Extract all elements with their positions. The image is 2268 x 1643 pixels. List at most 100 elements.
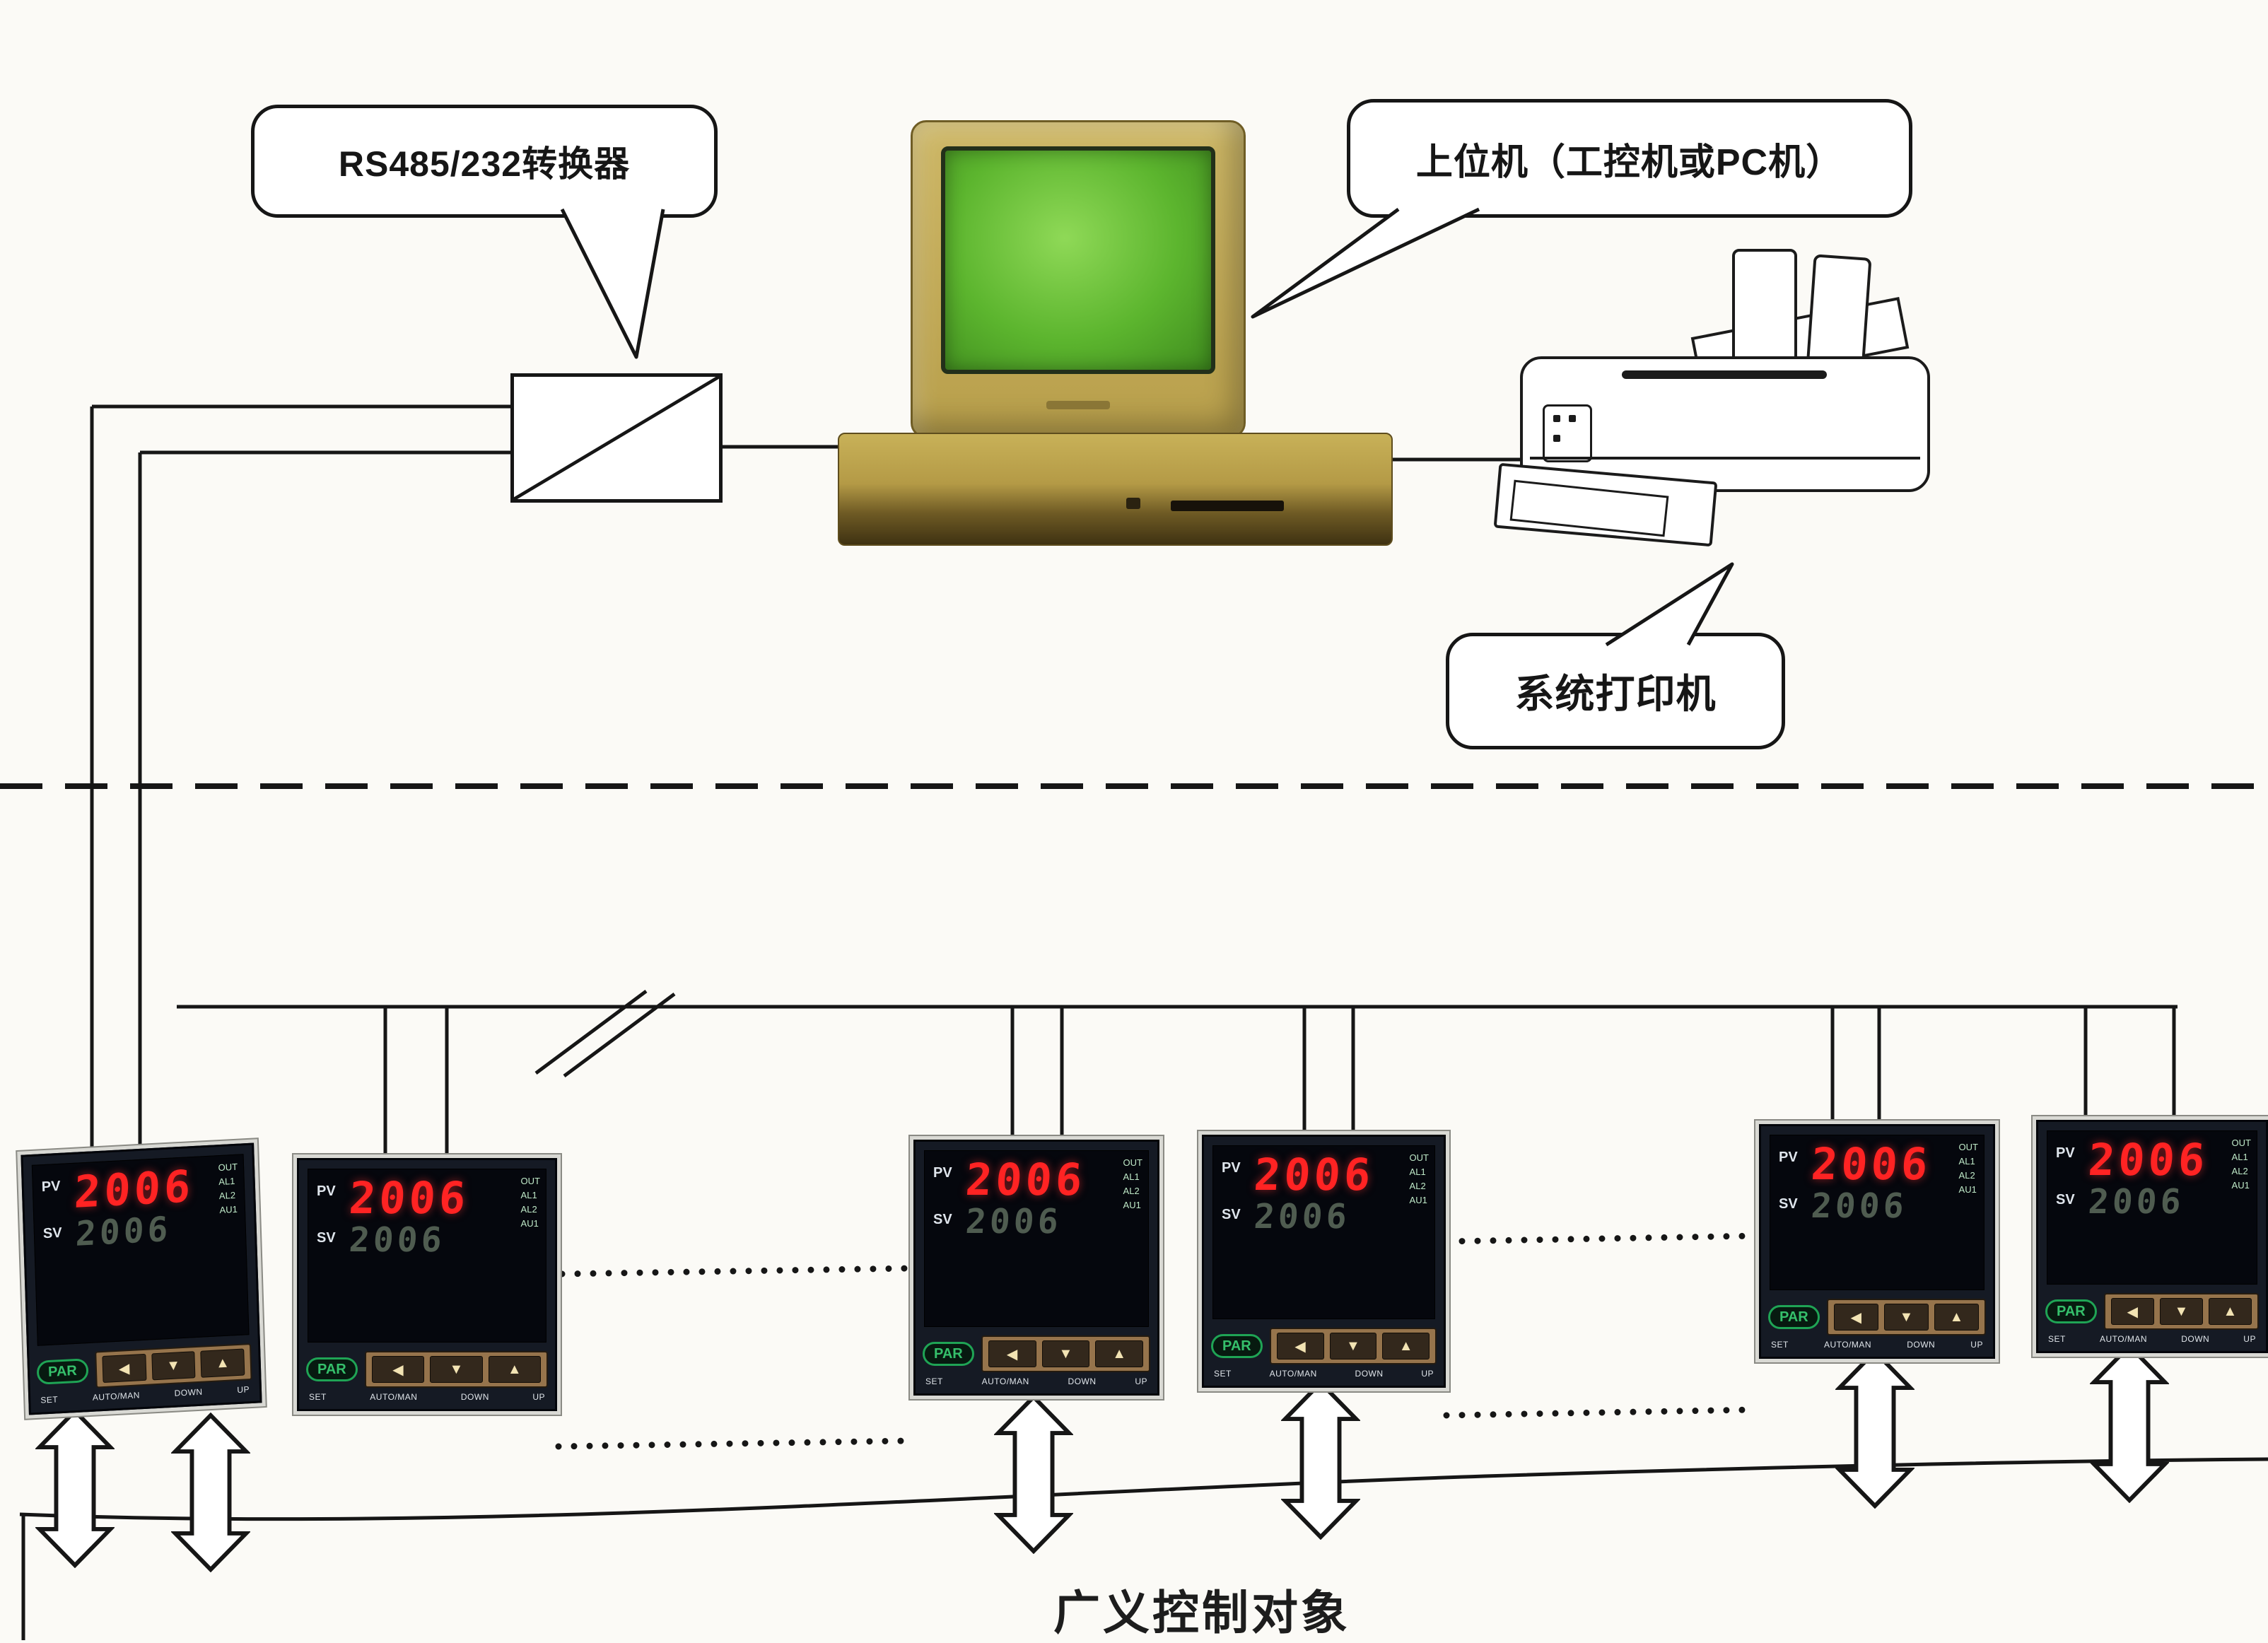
- sv-row: SV 2006: [1779, 1186, 1931, 1226]
- key-captions: SET AUTO/MAN DOWN UP: [925, 1376, 1147, 1386]
- indicator-out: OUT: [218, 1161, 238, 1174]
- indicator-al1: AL1: [218, 1175, 235, 1188]
- caption-set: SET: [2048, 1334, 2066, 1344]
- bubble-printer-label: 系统打印机: [1514, 672, 1717, 716]
- shift-key: ◀: [2110, 1298, 2154, 1325]
- up-key: ▲: [1095, 1340, 1143, 1367]
- caption-automan: AUTO/MAN: [1269, 1369, 1317, 1379]
- bubble-host-label: 上位机（工控机或PC机）: [1415, 141, 1844, 183]
- printer-seam-line: [1530, 457, 1920, 460]
- controller-keypad: PAR ◀ ▼ ▲: [923, 1335, 1150, 1372]
- indicator-al2: AL2: [1409, 1181, 1426, 1191]
- par-button: PAR: [2045, 1299, 2097, 1323]
- printer-button: [1553, 435, 1560, 442]
- shift-key: ◀: [102, 1353, 147, 1384]
- sv-label: SV: [933, 1212, 952, 1227]
- sv-value: 2006: [1810, 1186, 1909, 1226]
- down-key: ▼: [1329, 1333, 1377, 1360]
- sv-label: SV: [42, 1224, 62, 1242]
- par-button: PAR: [306, 1357, 358, 1381]
- indicator-out: OUT: [1409, 1152, 1429, 1163]
- pv-value: 2006: [73, 1159, 195, 1218]
- indicator-out: OUT: [520, 1176, 540, 1186]
- printer-control-panel: [1543, 404, 1592, 462]
- indicator-out: OUT: [1958, 1142, 1978, 1152]
- caption-set: SET: [1214, 1369, 1232, 1379]
- bus-break-mark: [534, 989, 676, 1078]
- computer-case: [838, 433, 1393, 546]
- pv-label: PV: [317, 1183, 336, 1199]
- sv-value: 2006: [2087, 1182, 2186, 1222]
- par-button: PAR: [923, 1342, 974, 1366]
- sv-row: SV 2006: [1222, 1197, 1382, 1236]
- shift-key: ◀: [988, 1340, 1036, 1367]
- caption-up: UP: [1135, 1376, 1147, 1386]
- controller-unit-1: PV 2006 SV 2006 OUT AL1 AL2 AU1 PAR ◀ ▼ …: [21, 1142, 262, 1415]
- caption-up: UP: [1970, 1340, 1983, 1350]
- sv-value: 2006: [74, 1209, 173, 1254]
- controller-keypad: PAR ◀ ▼ ▲: [36, 1343, 252, 1391]
- caption-down: DOWN: [1068, 1376, 1097, 1386]
- down-key: ▼: [151, 1351, 196, 1381]
- bubble-printer: 系统打印机: [1446, 633, 1785, 749]
- sv-label: SV: [1222, 1207, 1241, 1222]
- controller-display: PV 2006 SV 2006 OUT AL1 AL2 AU1: [2047, 1130, 2257, 1285]
- up-key: ▲: [200, 1348, 245, 1378]
- io-arrow-5: [1835, 1349, 1915, 1509]
- indicator-au1: AU1: [1958, 1184, 1977, 1195]
- crt-monitor: [911, 120, 1246, 438]
- bubble-converter: RS485/232转换器: [251, 105, 718, 218]
- indicator-al1: AL1: [1958, 1156, 1975, 1167]
- printer-led: [1553, 415, 1560, 422]
- pv-value: 2006: [347, 1172, 471, 1224]
- pv-value: 2006: [1252, 1149, 1376, 1200]
- controller-keypad: PAR ◀ ▼ ▲: [1211, 1328, 1437, 1364]
- crt-screen: [941, 146, 1215, 374]
- indicator-au1: AU1: [2231, 1180, 2250, 1191]
- caption-down: DOWN: [174, 1386, 203, 1398]
- controller-unit-3: PV 2006 SV 2006 OUT AL1 AL2 AU1 PAR ◀ ▼ …: [913, 1140, 1159, 1396]
- bubble-host: 上位机（工控机或PC机）: [1347, 99, 1912, 218]
- controller-display: PV 2006 SV 2006 OUT AL1 AL2 AU1: [31, 1154, 250, 1346]
- control-object-label: 广义控制对象: [1053, 1586, 1350, 1639]
- key-captions: SET AUTO/MAN DOWN UP: [1214, 1369, 1434, 1379]
- sv-row: SV 2006: [2056, 1182, 2204, 1222]
- up-key: ▲: [488, 1356, 542, 1383]
- caption-down: DOWN: [460, 1392, 489, 1402]
- printer-paper-sheet: [1806, 254, 1872, 373]
- bubble-converter-label: RS485/232转换器: [338, 144, 631, 184]
- monitor-logo: [1046, 401, 1110, 409]
- caption-down: DOWN: [1355, 1369, 1384, 1379]
- controller-unit-6: PV 2006 SV 2006 OUT AL1 AL2 AU1 PAR ◀ ▼ …: [2036, 1120, 2268, 1353]
- floppy-slot: [1170, 500, 1284, 511]
- par-button: PAR: [1211, 1334, 1263, 1358]
- up-key: ▲: [1934, 1304, 1979, 1331]
- printer-illustration: [1493, 249, 1975, 592]
- controller-display: PV 2006 SV 2006 OUT AL1 AL2 AU1: [924, 1150, 1149, 1327]
- control-object-label-wrap: 广义控制对象: [1011, 1575, 1393, 1643]
- printer-led: [1569, 415, 1576, 422]
- controller-display: PV 2006 SV 2006 OUT AL1 AL2 AU1: [308, 1169, 546, 1343]
- indicator-al2: AL2: [2231, 1166, 2248, 1176]
- pv-row: PV 2006: [41, 1159, 195, 1218]
- key-strip: ◀ ▼ ▲: [2103, 1293, 2259, 1330]
- controller-keypad: PAR ◀ ▼ ▲: [1768, 1299, 1986, 1335]
- indicator-al1: AL1: [1123, 1171, 1140, 1182]
- key-strip: ◀ ▼ ▲: [1269, 1328, 1437, 1364]
- io-arrow-1: [35, 1408, 115, 1568]
- pv-label: PV: [1222, 1160, 1241, 1176]
- controller-unit-4: PV 2006 SV 2006 OUT AL1 AL2 AU1 PAR ◀ ▼ …: [1202, 1135, 1446, 1388]
- sv-label: SV: [1779, 1196, 1798, 1212]
- indicator-au1: AU1: [520, 1218, 539, 1229]
- pv-label: PV: [41, 1178, 61, 1195]
- indicator-labels: OUT AL1 AL2 AU1: [521, 1176, 540, 1228]
- sv-value: 2006: [1253, 1197, 1352, 1236]
- pv-label: PV: [933, 1165, 952, 1181]
- io-arrow-4: [1281, 1380, 1360, 1540]
- key-strip: ◀ ▼ ▲: [981, 1335, 1150, 1372]
- io-arrow-3: [994, 1394, 1073, 1554]
- caption-automan: AUTO/MAN: [92, 1390, 141, 1403]
- shift-key: ◀: [1276, 1333, 1324, 1360]
- case-button: [1126, 498, 1141, 510]
- up-key: ▲: [2208, 1298, 2252, 1325]
